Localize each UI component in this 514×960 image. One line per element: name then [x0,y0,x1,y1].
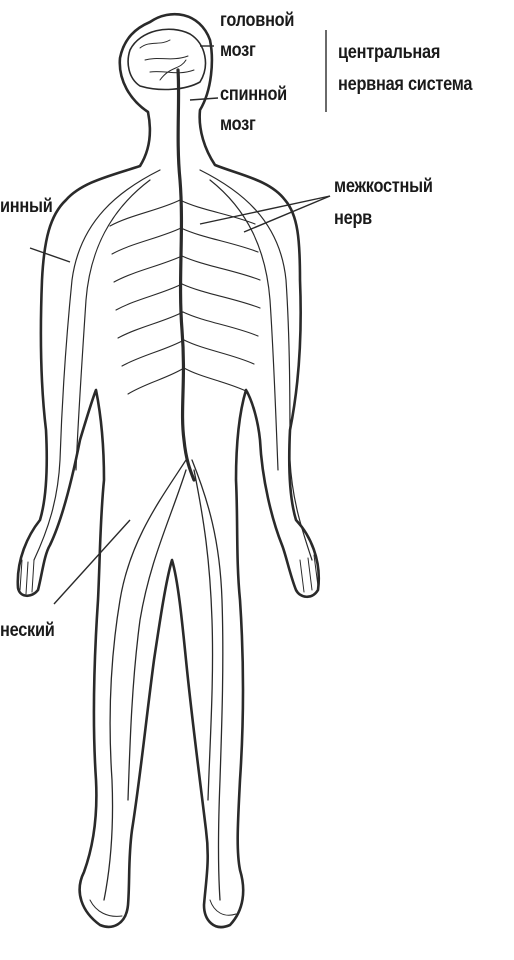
right-foot-detail [210,900,236,915]
body-outline [18,14,319,927]
arm-nerves [34,170,312,560]
label-left-cut-top: инный [0,196,53,218]
brain-outline [128,29,205,89]
label-brain-line2: мозг [220,40,256,62]
label-left-cut-bottom: неский [0,620,55,642]
label-cns-line2: нервная система [338,74,472,96]
left-hand-fingers [20,560,34,594]
left-bottom-leader [54,520,130,604]
left-foot-detail [90,900,122,916]
brain-folds [140,40,194,80]
right-hand-fingers [300,555,318,592]
intercostal-nerves [110,200,260,394]
label-intercostal-line1: межкостный [334,176,433,198]
left-top-leader [30,248,70,262]
spinal-cord-leader [190,98,218,100]
label-spinal-cord-line1: спинной [220,84,287,106]
label-intercostal-line2: нерв [334,208,372,230]
leg-nerves [104,460,223,900]
label-spinal-cord-line2: мозг [220,114,256,136]
spinal-cord [178,70,194,480]
label-cns-line1: центральная [338,42,440,64]
intercostal-leader-1 [200,196,330,224]
label-brain-line1: головной [220,10,294,32]
